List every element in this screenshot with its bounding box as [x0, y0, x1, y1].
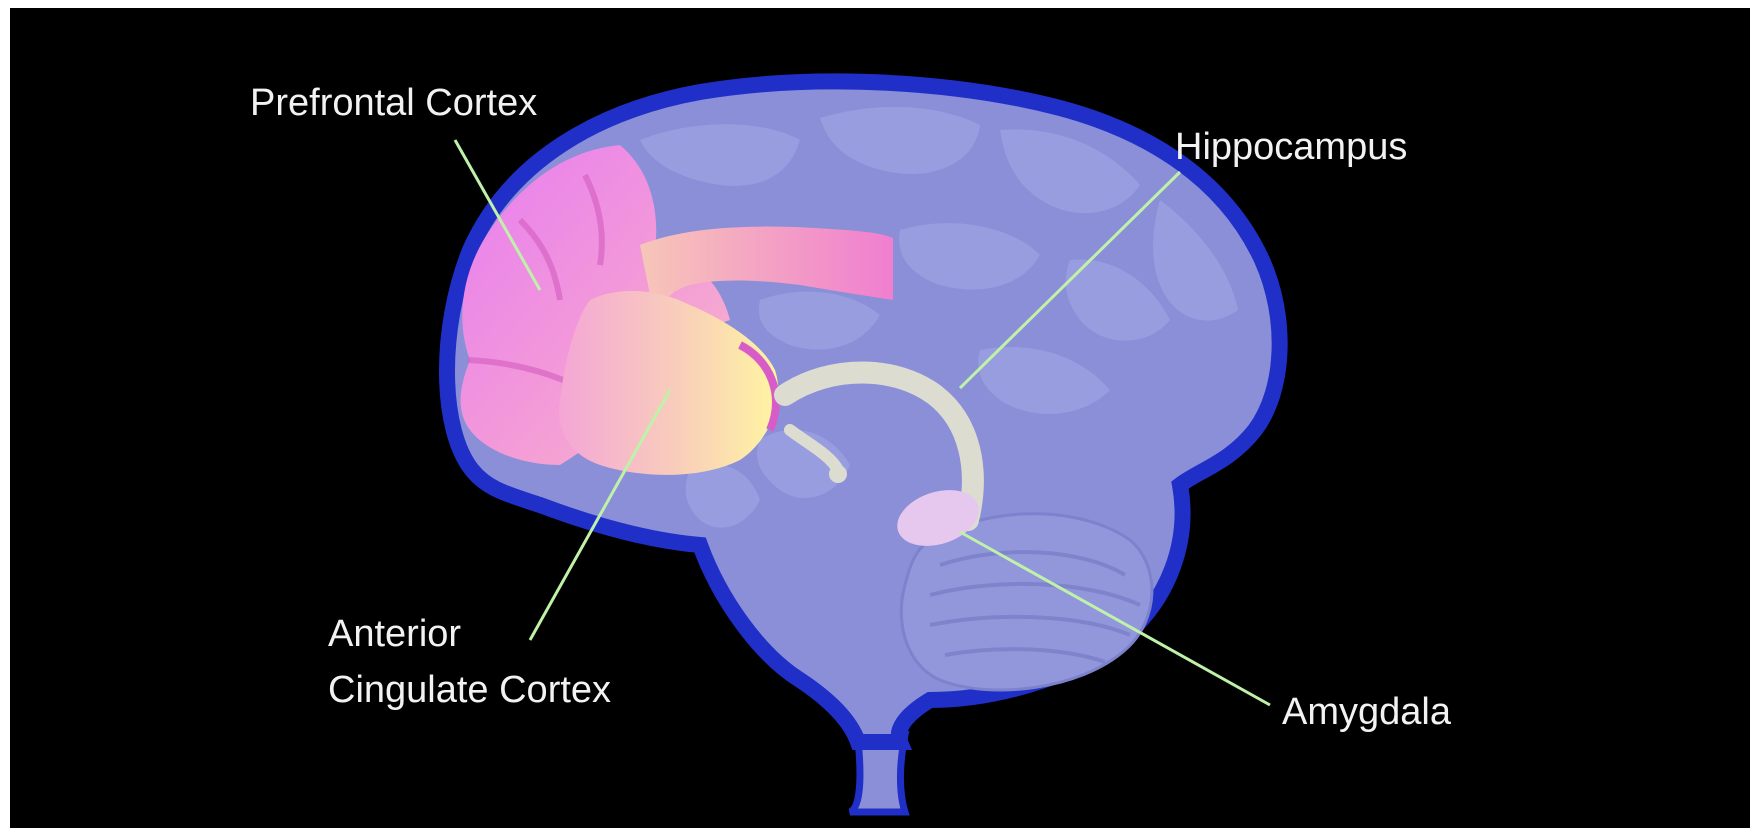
label-anterior-cingulate-line1: Anterior	[328, 609, 461, 659]
hippocampus-tail-end	[829, 465, 847, 483]
label-hippocampus: Hippocampus	[1175, 122, 1407, 172]
label-prefrontal-cortex: Prefrontal Cortex	[250, 78, 537, 128]
label-anterior-cingulate-line2: Cingulate Cortex	[328, 665, 611, 715]
label-amygdala: Amygdala	[1282, 687, 1451, 737]
